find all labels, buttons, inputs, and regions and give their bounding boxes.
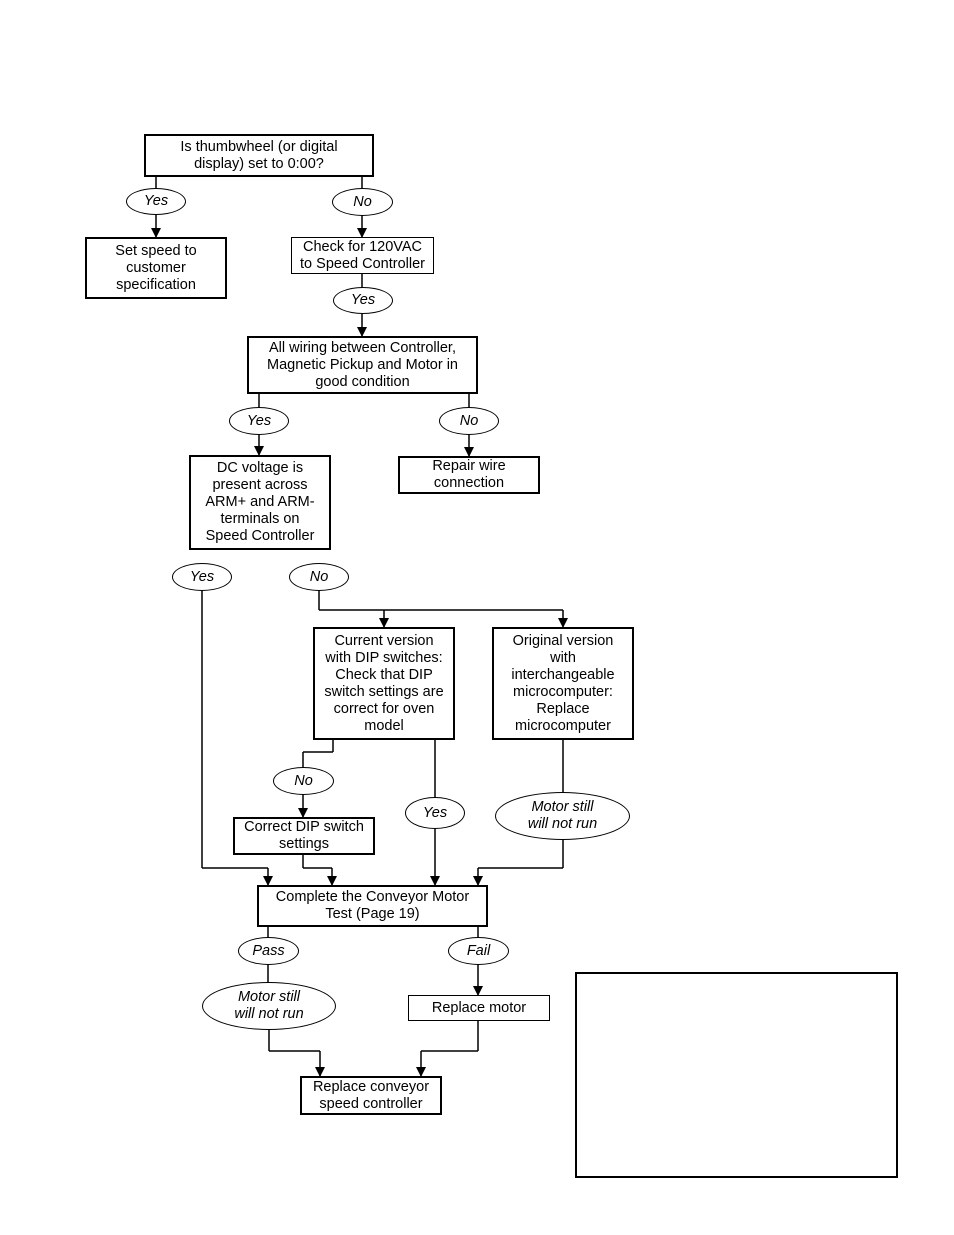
motor-still-label-1: Motor still will not run bbox=[495, 792, 630, 840]
correct-dip-box: Correct DIP switch settings bbox=[233, 817, 375, 855]
yes-label-2: Yes bbox=[333, 287, 393, 314]
repair-wire-box: Repair wire connection bbox=[398, 456, 540, 494]
dc-voltage-box: DC voltage is present across ARM+ and AR… bbox=[189, 455, 331, 550]
yes-label-4: Yes bbox=[172, 563, 232, 591]
motor-still-label-2: Motor still will not run bbox=[202, 982, 336, 1030]
empty-note-box bbox=[575, 972, 898, 1178]
check-120vac-box: Check for 120VAC to Speed Controller bbox=[291, 237, 434, 274]
no-label-4: No bbox=[273, 767, 334, 795]
yes-label-1: Yes bbox=[126, 188, 186, 215]
fail-label: Fail bbox=[448, 937, 509, 965]
yes-label-5: Yes bbox=[405, 797, 465, 829]
replace-motor-box: Replace motor bbox=[408, 995, 550, 1021]
motor-test-box: Complete the Conveyor Motor Test (Page 1… bbox=[257, 885, 488, 927]
yes-label-3: Yes bbox=[229, 407, 289, 435]
thumbwheel-question-box: Is thumbwheel (or digital display) set t… bbox=[144, 134, 374, 177]
set-speed-box: Set speed to customer specification bbox=[85, 237, 227, 299]
no-label-1: No bbox=[332, 188, 393, 216]
wiring-condition-box: All wiring between Controller, Magnetic … bbox=[247, 336, 478, 394]
original-version-box: Original version with interchangeable mi… bbox=[492, 627, 634, 740]
replace-controller-box: Replace conveyor speed controller bbox=[300, 1076, 442, 1115]
no-label-3: No bbox=[289, 563, 349, 591]
pass-label: Pass bbox=[238, 937, 299, 965]
current-version-box: Current version with DIP switches: Check… bbox=[313, 627, 455, 740]
no-label-2: No bbox=[439, 407, 499, 435]
